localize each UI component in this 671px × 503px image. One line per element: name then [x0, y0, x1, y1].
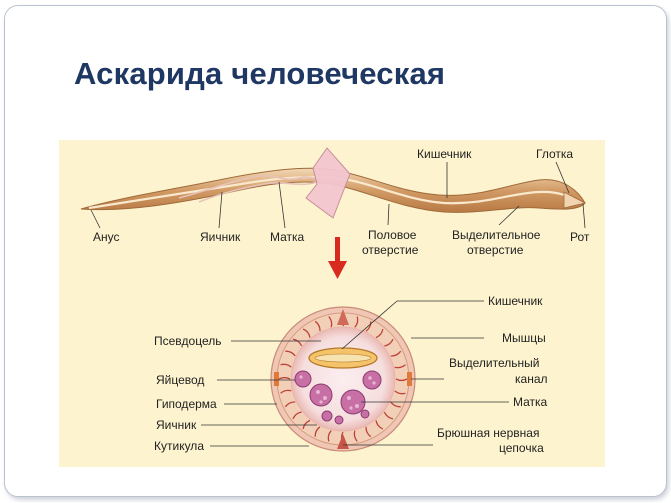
- muscle-cell: [353, 430, 358, 442]
- ascaris-diagram: Анус Яичник Матка Половое отверстие Выде…: [59, 140, 605, 467]
- reproductive-organs: [294, 370, 382, 425]
- cross-section: [270, 306, 416, 452]
- label-nerve-cord-1: Брюшная нервная: [437, 426, 539, 440]
- label-anus: Анус: [93, 230, 120, 244]
- muscle-cell: [365, 321, 372, 332]
- muscle-cell: [384, 338, 394, 347]
- muscle-cell: [285, 350, 296, 357]
- label-excretory-opening-2: отверстие: [467, 243, 524, 257]
- label-excretory-canal-2: канал: [515, 372, 548, 386]
- label-intestine-cross: Кишечник: [488, 294, 543, 308]
- muscle-cell: [292, 338, 303, 347]
- label-intestine-long: Кишечник: [417, 147, 472, 161]
- muscle-cell: [292, 411, 302, 420]
- muscle-cell: [390, 401, 401, 408]
- muscle-cell: [280, 363, 292, 368]
- label-genital-opening-1: Половое: [368, 228, 417, 242]
- label-ovary-cross: Яичник: [156, 418, 197, 432]
- muscle-cell: [302, 328, 311, 338]
- diagram-svg: Анус Яичник Матка Половое отверстие Выде…: [80, 147, 590, 455]
- worm-longitudinal: [80, 147, 587, 219]
- muscle-cell: [365, 426, 372, 438]
- cut-plane: [305, 147, 351, 219]
- label-uterus-cross: Матка: [513, 395, 548, 409]
- muscle-cell: [314, 320, 321, 332]
- muscle-cell: [354, 316, 359, 328]
- label-uterus-long: Матка: [270, 230, 305, 244]
- muscle-cell: [280, 389, 292, 394]
- worm-intestine-line: [88, 175, 580, 210]
- ovary-circle-3: [360, 409, 370, 419]
- muscle-cell: [394, 390, 406, 395]
- intestine-lumen: [314, 353, 372, 363]
- muscle-cell: [390, 350, 402, 357]
- muscle-cell: [284, 401, 296, 408]
- ovary-circle-1: [321, 410, 333, 422]
- excretory-canal-left: [274, 372, 279, 386]
- muscle-cells: [278, 314, 408, 444]
- oviduct-circle: [294, 370, 312, 388]
- muscle-cell: [375, 420, 384, 430]
- label-cuticle: Кутикула: [154, 439, 204, 453]
- slide-title: Аскарида человеческая: [74, 56, 446, 91]
- muscle-cell: [278, 376, 291, 380]
- worm-leader-lines: [90, 161, 586, 229]
- down-arrow: [328, 237, 347, 279]
- egg-dots: [299, 375, 376, 410]
- label-oviduct: Яйцевод: [156, 373, 204, 387]
- label-hypodermis: Гиподерма: [156, 397, 217, 411]
- label-mouth: Рот: [570, 230, 590, 244]
- label-nerve-cord-2: цепочка: [499, 441, 544, 455]
- cross-leader-lines: [201, 300, 509, 447]
- muscle-cell: [328, 316, 333, 328]
- muscle-cell: [314, 426, 321, 437]
- excretory-canal-right: [407, 372, 412, 386]
- muscle-cell: [394, 364, 406, 369]
- dorsal-cord: [337, 309, 349, 325]
- label-genital-opening-2: отверстие: [362, 243, 419, 257]
- worm-head: [563, 191, 587, 209]
- muscle-cell: [375, 328, 384, 339]
- muscle-cell: [395, 378, 408, 382]
- muscle-cell: [383, 411, 394, 420]
- label-pharynx: Глотка: [536, 147, 573, 161]
- label-excretory-opening-1: Выделительное: [452, 228, 541, 242]
- muscle-cell: [302, 419, 311, 430]
- label-ovary-long: Яичник: [200, 230, 241, 244]
- muscle-cell: [327, 430, 332, 442]
- label-pseudocoel: Псевдоцель: [154, 334, 221, 348]
- uterus-circle-3: [362, 370, 382, 390]
- label-muscles: Мышцы: [502, 331, 546, 345]
- ovary-circle-2: [334, 415, 344, 425]
- label-excretory-canal-1: Выделительный: [449, 356, 539, 370]
- uterus-circle-1: [309, 383, 333, 407]
